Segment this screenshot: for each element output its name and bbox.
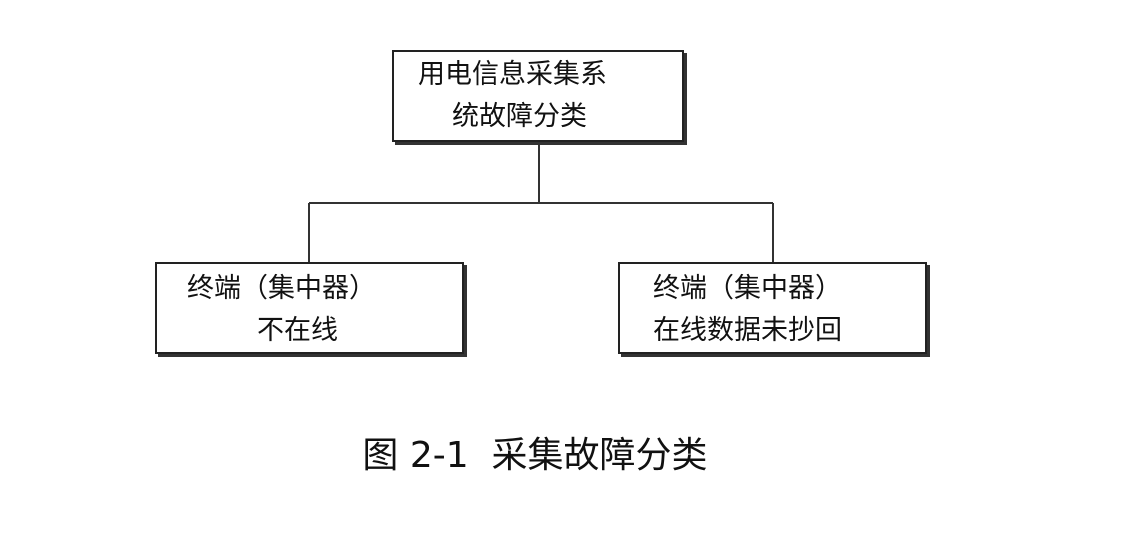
root-node-text-line1: 用电信息采集系 [418,59,607,90]
figure-caption: 图 2-1 采集故障分类 [362,435,708,476]
child-node-online-text-line2: 在线数据未抄回 [653,315,842,346]
child-node-offline-box: 终端（集中器） 不在线 [155,262,464,354]
child-node-offline-text-line2: 不在线 [257,315,338,346]
root-node-box: 用电信息采集系 统故障分类 [392,50,684,142]
child-node-online-text-line1: 终端（集中器） [653,273,842,304]
child-node-offline-text-line1: 终端（集中器） [187,273,376,304]
root-node-text-line2: 统故障分类 [452,101,587,132]
child-node-online-box: 终端（集中器） 在线数据未抄回 [618,262,927,354]
